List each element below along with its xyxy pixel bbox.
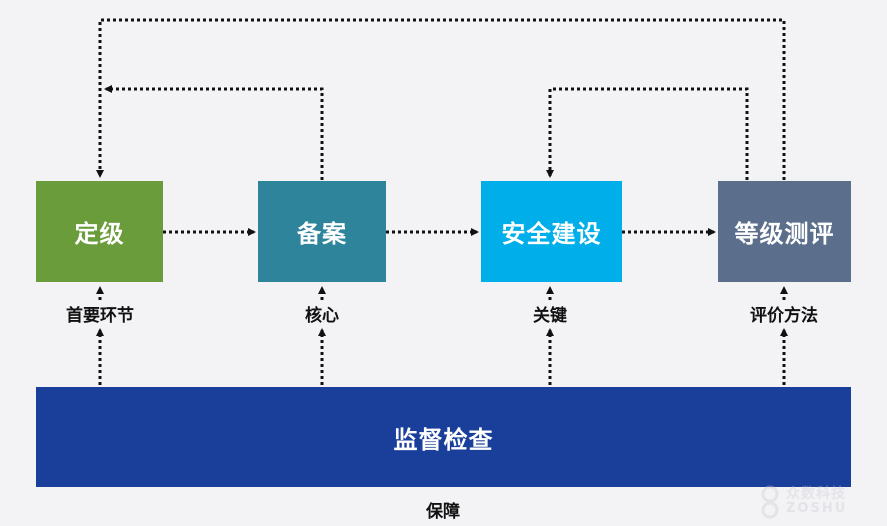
node-anquan-jianshe: 安全建设 (481, 181, 622, 282)
watermark: 众数科技 ZOSHU (758, 483, 878, 521)
node-bean: 备案 (258, 181, 386, 282)
watermark-logo-icon (761, 485, 779, 519)
feedback-bean-to-dingji (104, 85, 324, 180)
node-dengji-ceping: 等级测评 (718, 181, 851, 282)
node-bean-label: 备案 (297, 220, 347, 248)
watermark-line1: 众数科技 (786, 486, 846, 502)
caption-bean: 核心 (305, 306, 339, 326)
caption-dingji: 首要环节 (66, 306, 134, 326)
feedback-ceping-to-dingji (96, 18, 786, 180)
caption-ceping: 评价方法 (750, 306, 818, 326)
watermark-line2: ZOSHU (786, 501, 848, 516)
node-dingji: 定级 (36, 181, 163, 282)
node-anquan-jianshe-label: 安全建设 (501, 220, 602, 248)
node-dengji-ceping-label: 等级测评 (734, 220, 835, 248)
caption-anquan: 关键 (533, 306, 567, 326)
node-dingji-label: 定级 (74, 220, 125, 248)
bottom-bar-label: 监督检查 (393, 425, 494, 454)
bottom-supervision-bar: 监督检查 (36, 387, 851, 487)
caption-baozhang: 保障 (426, 502, 460, 522)
feedback-ceping-to-anquan (546, 87, 749, 180)
